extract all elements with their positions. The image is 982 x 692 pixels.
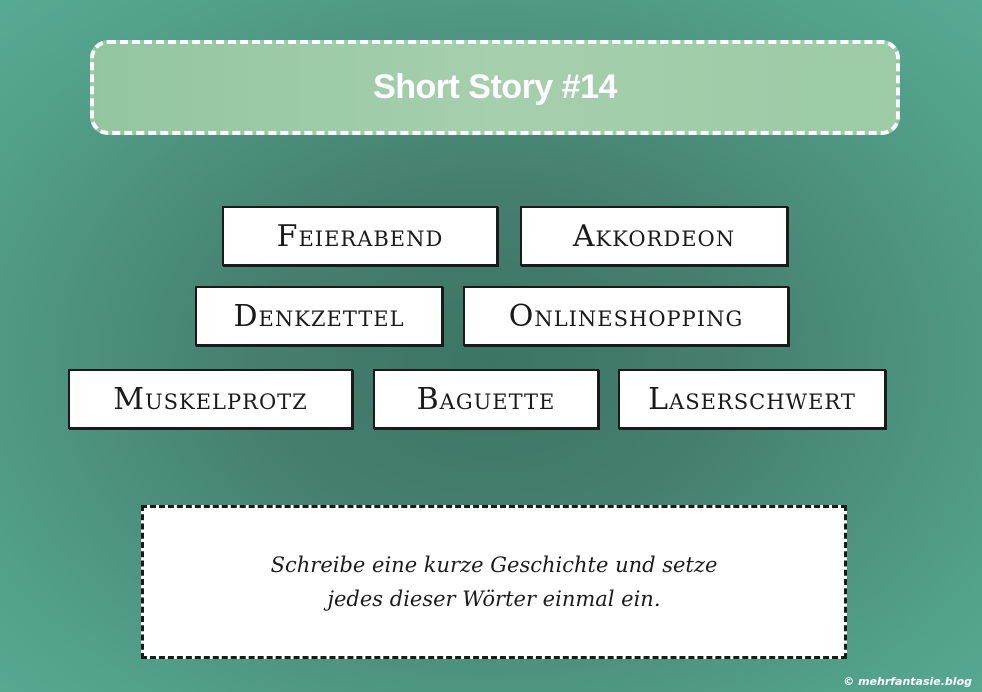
word-card: Denkzettel [195, 286, 443, 346]
word-card: Muskelprotz [68, 369, 353, 429]
credit-text: © mehrfantasie.blog [843, 675, 972, 688]
title-banner: Short Story #14 [90, 40, 900, 135]
word-card: Laserschwert [618, 369, 886, 429]
word-card: Onlineshopping [463, 286, 789, 346]
instruction-box: Schreibe eine kurze Geschichte und setze… [141, 505, 847, 659]
word-card: Feierabend [222, 206, 498, 266]
page-title: Short Story #14 [373, 68, 617, 106]
word-card: Akkordeon [520, 206, 788, 266]
instruction-line: jedes dieser Wörter einmal ein. [327, 587, 661, 611]
instruction-line: Schreibe eine kurze Geschichte und setze [270, 553, 718, 577]
word-card: Baguette [373, 369, 599, 429]
